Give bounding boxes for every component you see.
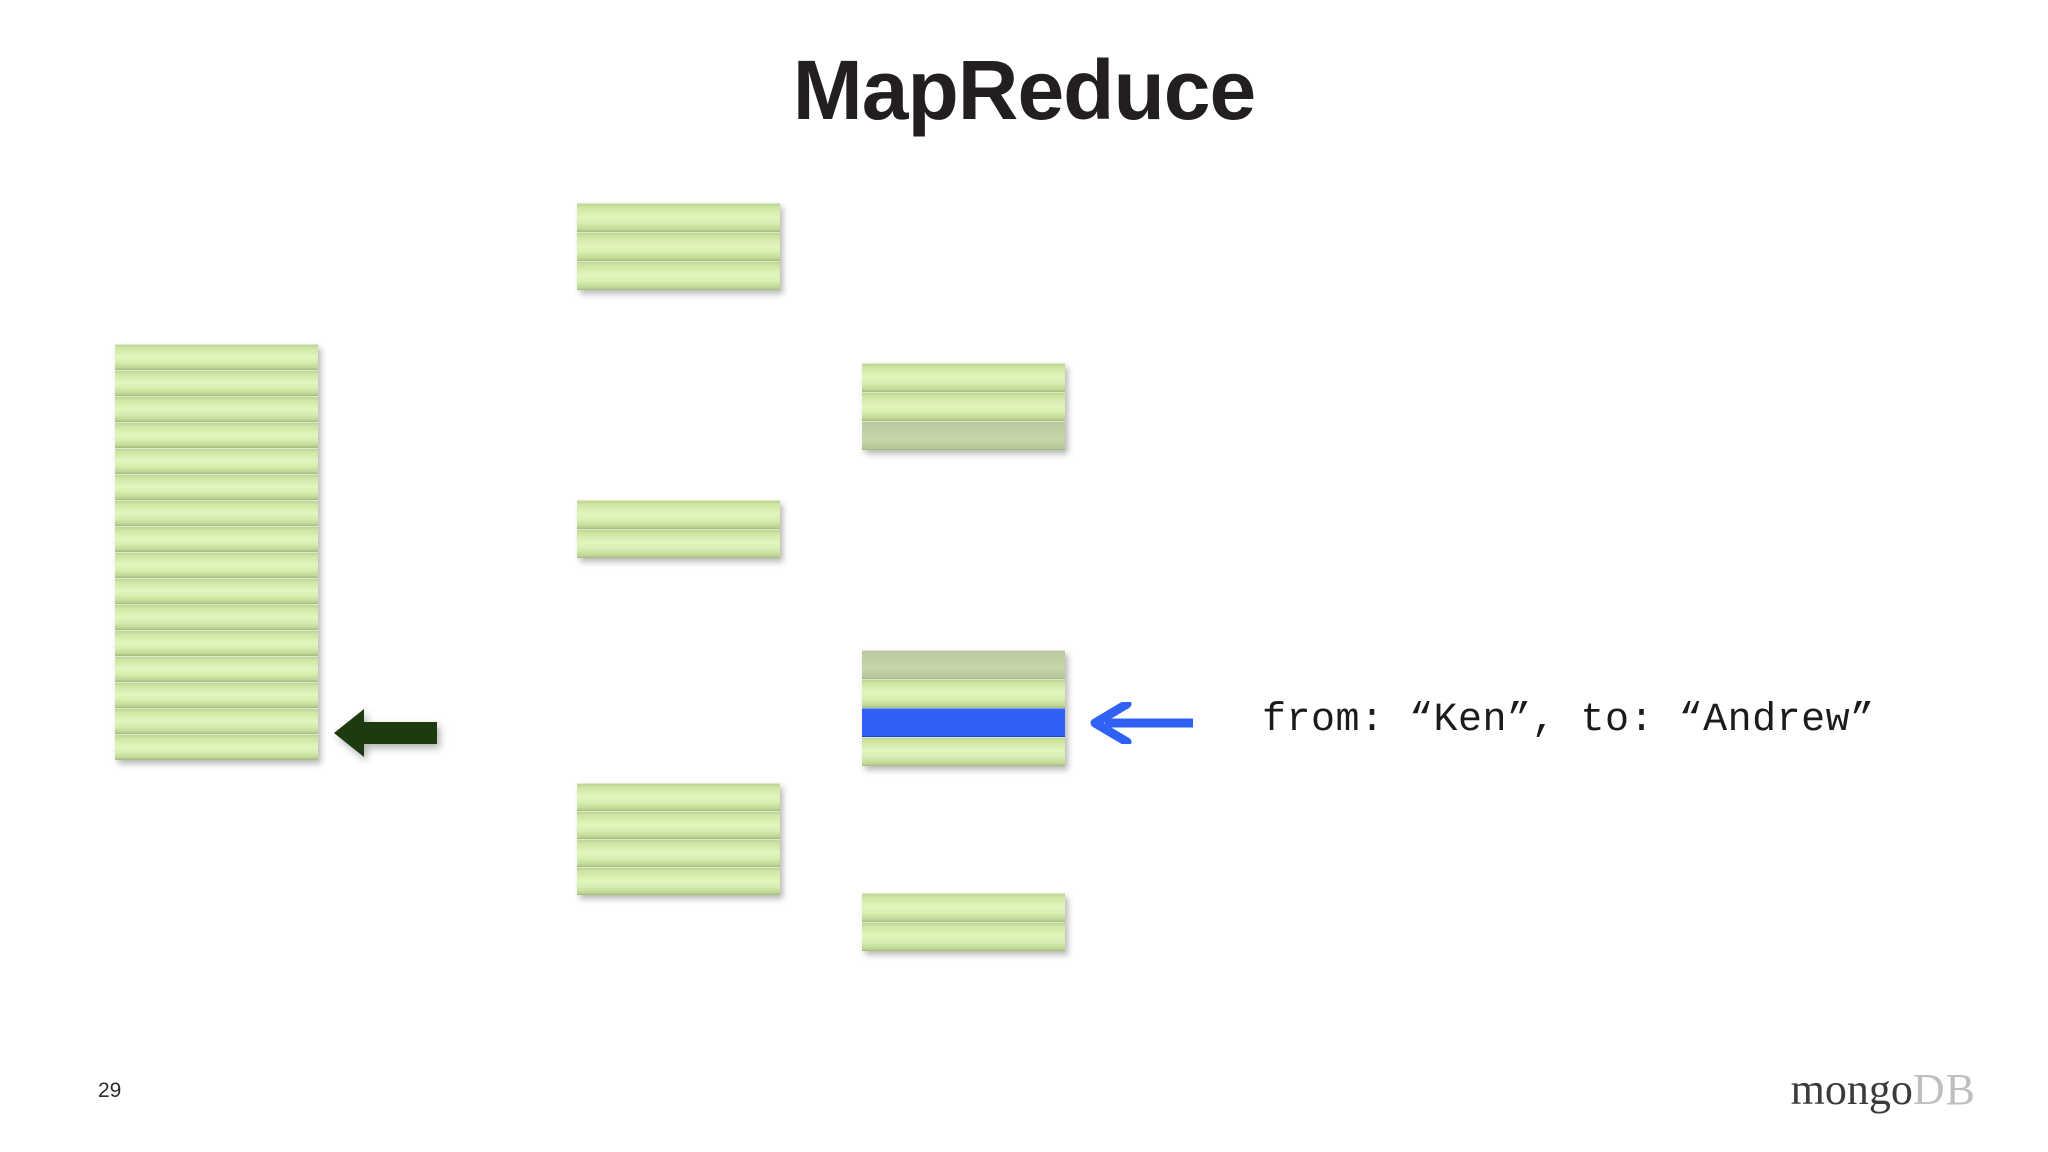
document-bar <box>115 448 318 474</box>
document-bar <box>862 363 1065 392</box>
document-bar <box>115 526 318 552</box>
input-document-stack <box>115 344 318 760</box>
reduce-group-2 <box>862 650 1065 766</box>
document-bar <box>115 682 318 708</box>
document-bar <box>115 578 318 604</box>
document-bar-highlighted <box>862 708 1065 737</box>
document-bar <box>577 783 780 811</box>
document-bar <box>577 232 780 261</box>
document-bar <box>115 396 318 422</box>
document-bar <box>115 734 318 760</box>
document-bar <box>115 422 318 448</box>
page-title: MapReduce <box>792 43 1256 137</box>
document-annotation-text: from: “Ken”, to: “Andrew” <box>1262 698 1875 743</box>
document-bar <box>115 656 318 682</box>
map-output-group-2 <box>577 500 780 558</box>
reduce-group-1 <box>862 363 1065 450</box>
document-bar <box>862 737 1065 766</box>
mongodb-logo: mongoDB <box>1791 1068 1976 1112</box>
map-output-group-1 <box>577 203 780 290</box>
map-output-group-3 <box>577 783 780 895</box>
document-bar <box>115 708 318 734</box>
document-bar <box>577 500 780 529</box>
document-bar <box>115 370 318 396</box>
document-bar <box>577 811 780 839</box>
document-bar <box>577 839 780 867</box>
document-bar <box>115 474 318 500</box>
document-bar <box>577 203 780 232</box>
document-bar <box>862 421 1065 450</box>
document-bar <box>862 679 1065 708</box>
document-bar <box>115 552 318 578</box>
page-number: 29 <box>98 1079 122 1102</box>
document-bar <box>577 867 780 895</box>
blue-left-arrow-icon <box>1090 702 1193 744</box>
reduce-group-3 <box>862 893 1065 951</box>
document-bar <box>862 922 1065 951</box>
document-bar <box>115 630 318 656</box>
document-bar <box>577 529 780 558</box>
logo-primary-text: mongo <box>1790 1065 1913 1114</box>
document-bar <box>115 604 318 630</box>
document-bar <box>115 500 318 526</box>
green-left-arrow-icon <box>334 709 437 757</box>
logo-secondary-text: DB <box>1912 1065 1976 1114</box>
document-bar <box>862 650 1065 679</box>
document-bar <box>862 893 1065 922</box>
document-bar <box>577 261 780 290</box>
document-bar <box>862 392 1065 421</box>
document-bar <box>115 344 318 370</box>
